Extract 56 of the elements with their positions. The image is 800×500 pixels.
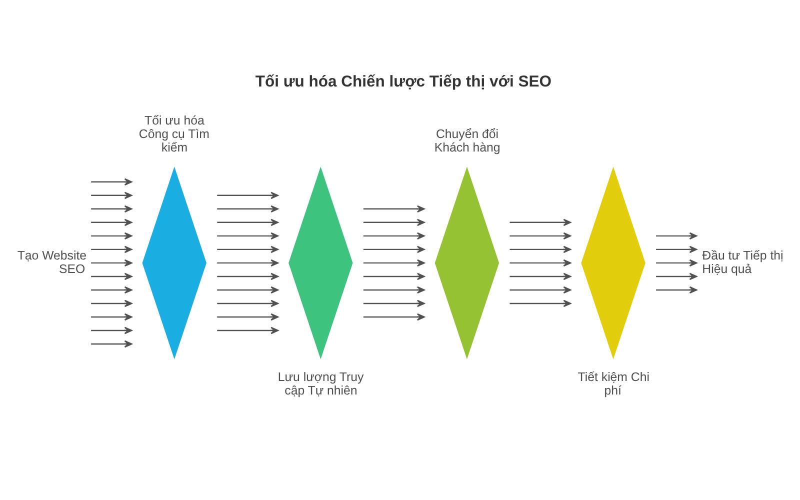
node-diamond — [434, 166, 500, 360]
arrow — [217, 286, 279, 294]
arrow — [510, 272, 572, 280]
arrow — [363, 246, 425, 254]
arrow — [510, 218, 572, 226]
arrow — [510, 286, 572, 294]
arrow — [217, 205, 279, 213]
node-diamond — [142, 166, 206, 360]
arrow — [91, 259, 132, 267]
arrow — [217, 246, 279, 254]
node-label: Lưu lượng Truy cập Tự nhiên — [278, 370, 364, 398]
arrow — [510, 259, 572, 267]
arrow — [217, 313, 279, 321]
arrow — [91, 313, 132, 321]
arrow — [510, 232, 572, 240]
arrow — [656, 259, 698, 267]
arrow — [217, 259, 279, 267]
arrow — [91, 286, 132, 294]
arrow — [91, 218, 132, 226]
arrow — [656, 232, 698, 240]
arrow — [363, 272, 425, 280]
node-text: Tạo Website SEO — [17, 248, 87, 276]
arrow — [91, 192, 132, 200]
arrow — [363, 205, 425, 213]
arrow — [363, 313, 425, 321]
arrow — [510, 246, 572, 254]
node-text: Đầu tư Tiếp thị Hiệu quả — [702, 248, 784, 276]
arrow — [91, 205, 132, 213]
arrow — [656, 286, 698, 294]
arrow — [217, 232, 279, 240]
arrow — [656, 272, 698, 280]
arrow — [91, 300, 132, 308]
arrow — [217, 192, 279, 200]
arrow — [217, 218, 279, 226]
arrow — [91, 340, 132, 348]
arrow — [217, 300, 279, 308]
arrow — [363, 286, 425, 294]
arrow — [363, 300, 425, 308]
arrow — [363, 218, 425, 226]
node-label: Chuyển đổi Khách hàng — [434, 126, 500, 154]
arrow — [363, 232, 425, 240]
node-label: Tối ưu hóa Công cụ Tìm kiếm — [138, 113, 210, 154]
arrow — [656, 246, 698, 254]
arrow — [363, 259, 425, 267]
diagram-title: Tối ưu hóa Chiến lược Tiếp thị với SEO — [255, 73, 552, 90]
arrow — [510, 300, 572, 308]
arrow — [91, 232, 132, 240]
node-diamond — [581, 166, 646, 360]
node-diamond — [288, 166, 353, 360]
arrow — [217, 272, 279, 280]
arrow — [91, 272, 132, 280]
arrow — [91, 246, 132, 254]
node-label: Tiết kiệm Chi phí — [578, 370, 650, 398]
arrow — [91, 326, 132, 334]
arrow — [91, 178, 132, 186]
arrow — [217, 326, 279, 334]
